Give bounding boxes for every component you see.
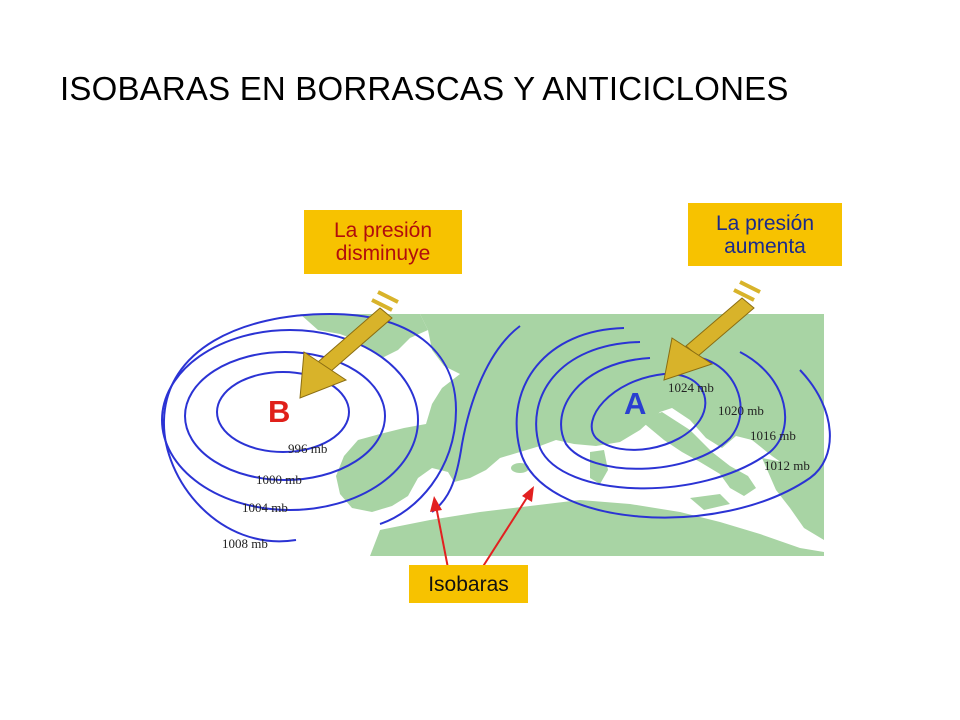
- arrow-high-head: [663, 337, 714, 381]
- callout-high-line-1: La presión: [715, 211, 815, 235]
- label-1004: 1004 mb: [242, 500, 288, 515]
- red-arrow-right-line: [481, 495, 529, 569]
- isobar-996: [216, 371, 350, 453]
- land-africa: [370, 500, 824, 556]
- isobar-1012: [515, 327, 831, 519]
- label-1024: 1024 mb: [668, 380, 714, 395]
- arrow-to-low: [299, 290, 399, 399]
- red-arrow-right-head: [522, 486, 534, 502]
- arrow-low-head: [299, 351, 348, 399]
- callout-pressure-decreases: La presión disminuye: [304, 210, 462, 274]
- label-1000: 1000 mb: [256, 472, 302, 487]
- callout-low-line-1: La presión: [333, 219, 433, 242]
- label-1012: 1012 mb: [764, 458, 810, 473]
- arrow-to-high: [663, 280, 761, 381]
- arrow-low-stripe-1: [377, 290, 399, 304]
- low-center-letter: B: [268, 394, 290, 429]
- isobar-1024: [590, 372, 707, 451]
- isobar-pointer-arrows: [430, 486, 534, 569]
- isobar-1004: [161, 329, 419, 511]
- callout-high-line-2: aumenta: [724, 234, 806, 258]
- label-1020: 1020 mb: [718, 403, 764, 418]
- isobar-1020: [560, 355, 742, 470]
- isobar-separator: [431, 325, 521, 513]
- land-sicily: [690, 494, 730, 510]
- red-arrow-left-line: [435, 505, 449, 569]
- isobar-1016: [535, 341, 786, 490]
- page-title: ISOBARAS EN BORRASCAS Y ANTICICLONES: [60, 70, 789, 107]
- callout-pressure-increases: La presión aumenta: [688, 203, 842, 266]
- isobar-1008: [162, 312, 458, 543]
- callout-isobars: Isobaras: [409, 565, 528, 603]
- land-islands: [590, 450, 608, 484]
- label-996: 996 mb: [288, 441, 327, 456]
- low-pressure-isobars: [161, 312, 458, 543]
- arrow-high-stripe-1: [739, 280, 761, 294]
- red-arrow-left-head: [430, 496, 442, 512]
- arrow-low-stripe-2: [371, 298, 393, 312]
- callout-isobars-label: Isobaras: [428, 572, 509, 596]
- isobar-1000: [184, 351, 386, 481]
- callout-low-line-2: disminuye: [335, 242, 431, 265]
- label-1016: 1016 mb: [750, 428, 796, 443]
- high-center-letter: A: [624, 386, 646, 421]
- label-1008: 1008 mb: [222, 536, 268, 551]
- arrow-high-stripe-2: [733, 288, 755, 302]
- high-pressure-isobars: [515, 327, 831, 519]
- land-mallorca: [511, 463, 529, 473]
